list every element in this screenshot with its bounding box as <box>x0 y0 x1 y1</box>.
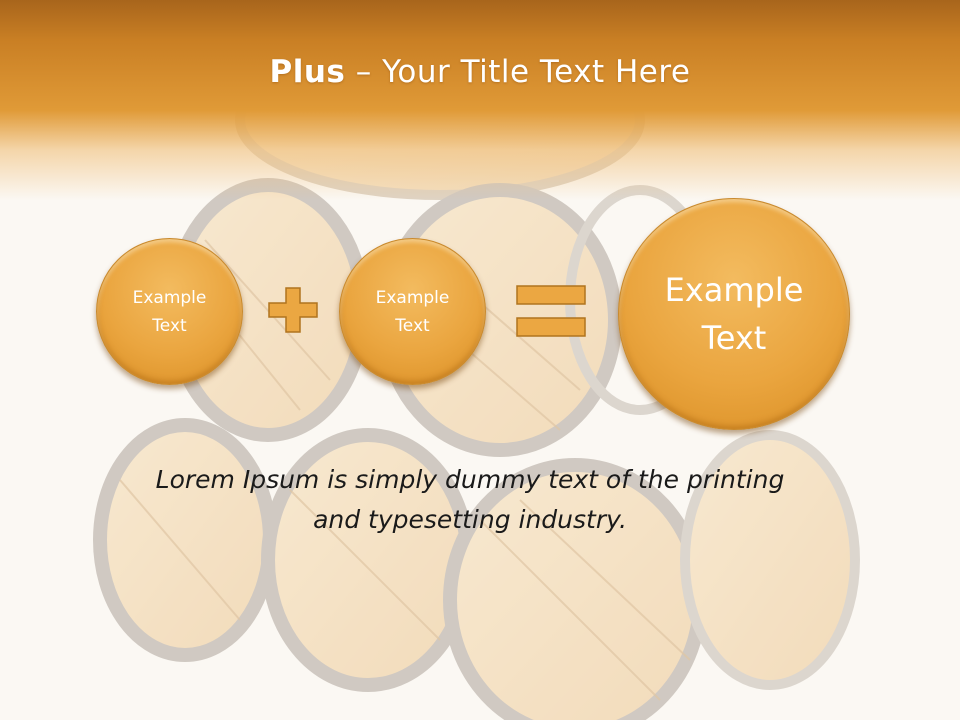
title-rest: – Your Title Text Here <box>345 54 691 90</box>
body-text: Lorem Ipsum is simply dummy text of the … <box>80 460 860 540</box>
equals-icon <box>516 285 586 337</box>
circle-middle[interactable]: Example Text <box>339 238 486 385</box>
circle-middle-label: Example Text <box>375 287 450 336</box>
circle-left-label: Example Text <box>132 287 207 336</box>
slide-title: Plus – Your Title Text Here <box>0 54 960 90</box>
plus-icon <box>268 287 318 333</box>
circle-result-label: Example Text <box>664 271 804 357</box>
circle-left[interactable]: Example Text <box>96 238 243 385</box>
title-bold: Plus <box>269 54 346 90</box>
header-band <box>0 0 960 200</box>
circle-result[interactable]: Example Text <box>618 198 850 430</box>
body-text-content: Lorem Ipsum is simply dummy text of the … <box>155 465 785 534</box>
